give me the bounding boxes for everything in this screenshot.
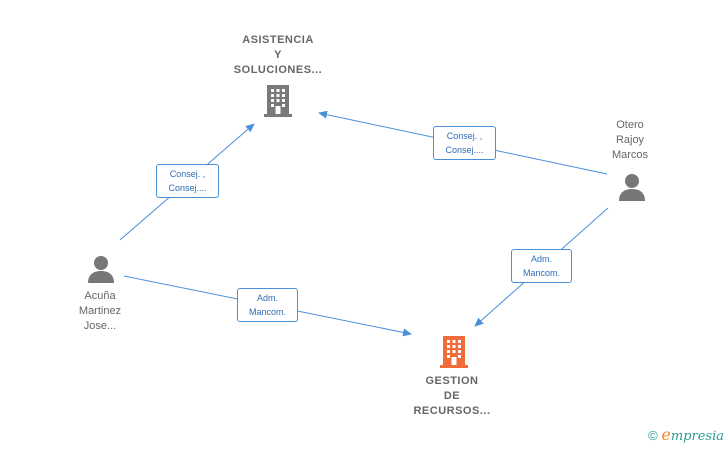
label-line: Otero: [616, 119, 644, 131]
label-line: Jose...: [83, 320, 117, 332]
label-line: Marcos: [611, 149, 649, 161]
label-line: Mancom.: [248, 307, 286, 317]
brand-footer: © empresia: [648, 425, 724, 444]
label-line: DE: [443, 390, 461, 402]
label-line: Martinez: [78, 305, 122, 317]
edge-label-acuna-gestion[interactable]: Adm. Mancom.: [237, 288, 298, 322]
building-icon[interactable]: [262, 84, 294, 118]
label-line: Y: [274, 49, 282, 61]
label-line: Adm.: [530, 254, 552, 264]
label-line: RECURSOS...: [413, 405, 491, 417]
label-line: Adm.: [256, 293, 278, 303]
label-line: ASISTENCIA: [242, 34, 314, 46]
person-label-acuna[interactable]: Acuña Martinez Jose...: [60, 289, 140, 334]
label-line: Mancom.: [522, 268, 560, 278]
person-label-otero[interactable]: Otero Rajoy Marcos: [590, 118, 670, 163]
person-icon[interactable]: [86, 254, 116, 284]
person-icon[interactable]: [617, 172, 647, 202]
edge-label-otero-gestion[interactable]: Adm. Mancom.: [511, 249, 572, 283]
label-line: Consej. ,: [169, 169, 206, 179]
label-line: SOLUCIONES...: [233, 64, 323, 76]
brand-logo-text: mpresia: [670, 429, 724, 444]
label-line: Consej....: [445, 145, 484, 155]
label-line: Acuña: [84, 290, 116, 302]
copyright-icon: ©: [648, 428, 658, 443]
label-line: GESTION: [425, 375, 479, 387]
label-line: Rajoy: [615, 134, 645, 146]
company-label-gestion[interactable]: GESTION DE RECURSOS...: [392, 374, 512, 419]
brand-logo-initial: e: [661, 425, 671, 444]
label-line: Consej....: [168, 183, 207, 193]
edge-label-otero-asistencia[interactable]: Consej. , Consej....: [433, 126, 496, 160]
building-icon[interactable]: [438, 335, 470, 369]
label-line: Consej. ,: [446, 131, 483, 141]
company-label-asistencia[interactable]: ASISTENCIA Y SOLUCIONES...: [218, 33, 338, 78]
edge-label-acuna-asistencia[interactable]: Consej. , Consej....: [156, 164, 219, 198]
